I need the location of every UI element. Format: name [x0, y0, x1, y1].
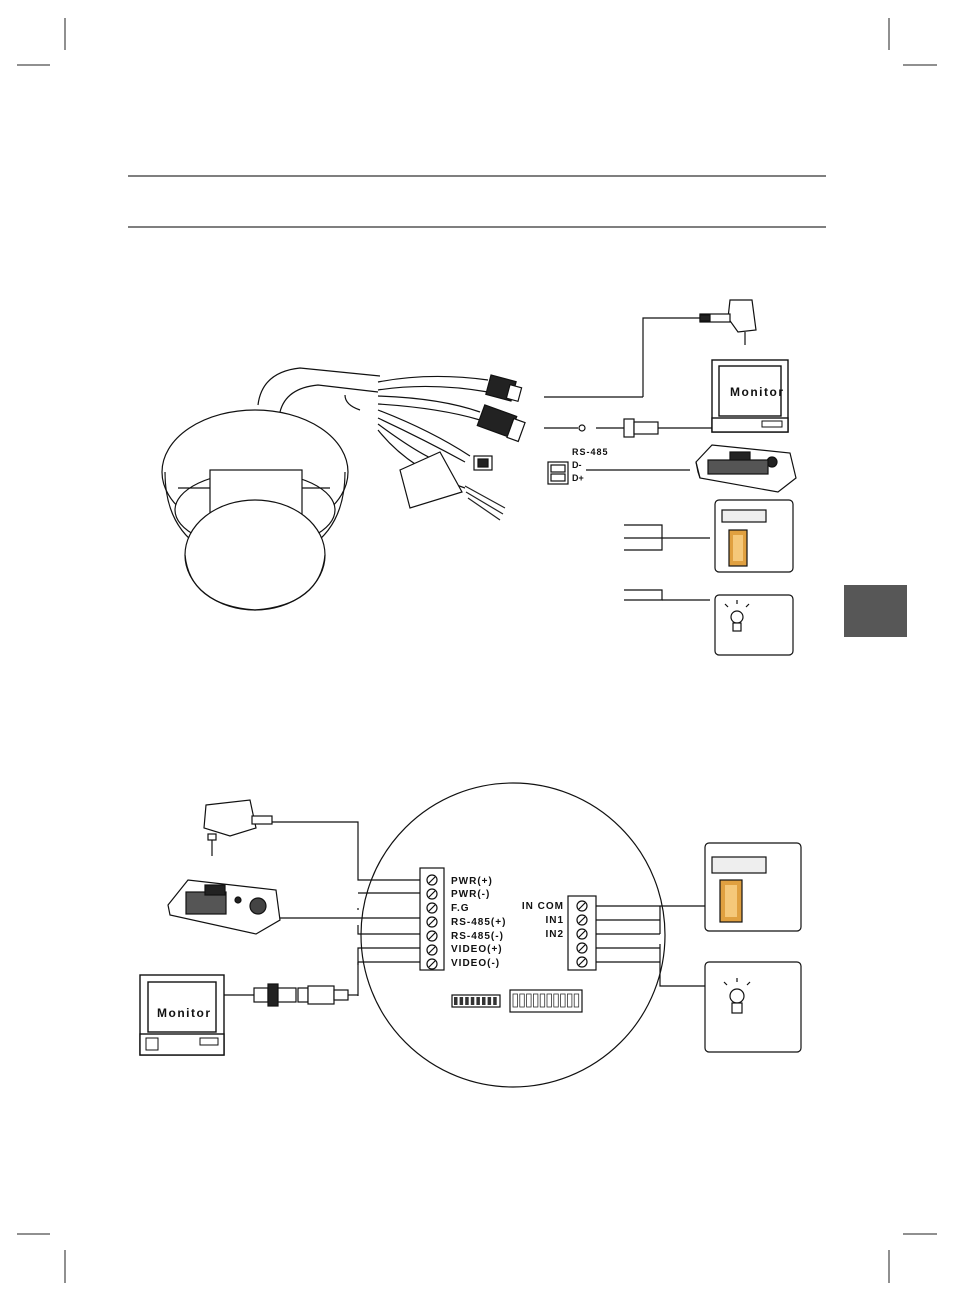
rs485-terminal — [548, 462, 568, 484]
dip-switch-tooth — [482, 997, 486, 1005]
terminal-label-in1: IN1 — [545, 915, 564, 926]
chapter-tab — [844, 585, 907, 637]
dip-switch-tooth — [527, 994, 532, 1007]
camera-base-circle — [361, 783, 665, 1087]
light-bulb-icon — [705, 962, 801, 1052]
terminal-label-video-minus: VIDEO(-) — [451, 958, 500, 969]
dip-switch-tooth — [561, 994, 566, 1007]
bnc-connector-icon — [624, 419, 712, 437]
terminal-label-video-plus: VIDEO(+) — [451, 944, 503, 955]
dip-switch-tooth — [554, 994, 559, 1007]
cable-bundle — [345, 375, 525, 520]
power-adapter-icon — [204, 800, 272, 856]
dip-switch-tooth — [476, 997, 480, 1005]
top-diagram — [162, 318, 710, 610]
bottom-monitor-label: Monitor — [157, 1006, 212, 1020]
dip-switch-small — [452, 995, 500, 1007]
sensor-door-icon — [715, 500, 793, 572]
terminal-label-rs485-minus: RS-485(-) — [451, 931, 504, 942]
dip-switch-tooth — [488, 997, 492, 1005]
sensor-door-icon — [705, 843, 801, 931]
terminal-label-pwr-minus: PWR(-) — [451, 889, 490, 900]
dip-switch-tooth — [533, 994, 538, 1007]
dip-switch-tooth — [540, 994, 545, 1007]
rs485-dplus: D+ — [572, 473, 584, 483]
rs485-dminus: D- — [572, 460, 582, 470]
top-monitor-label: Monitor — [730, 385, 785, 399]
crop-marks — [17, 18, 937, 1283]
dip-switch-tooth — [460, 997, 464, 1005]
controller-keyboard-icon — [168, 880, 280, 934]
terminal-label-in-com: IN COM — [522, 901, 564, 912]
dip-switch-tooth — [465, 997, 469, 1005]
terminal-label-rs485-plus: RS-485(+) — [451, 917, 506, 928]
dip-switch-tooth — [567, 994, 572, 1007]
controller-keyboard-icon — [696, 445, 796, 492]
bnc-connector-icon — [224, 984, 348, 1006]
rs485-title: RS-485 — [572, 447, 609, 457]
terminal-label-fg: F.G — [451, 903, 470, 914]
terminal-label-in2: IN2 — [545, 929, 564, 940]
dip-switch-tooth — [471, 997, 475, 1005]
dip-switch-tooth — [574, 994, 579, 1007]
dip-switch-tooth — [547, 994, 552, 1007]
dip-switch-tooth — [493, 997, 497, 1005]
dome-camera-icon — [162, 368, 380, 610]
terminal-label-pwr-plus: PWR(+) — [451, 876, 493, 887]
dip-switch-tooth — [513, 994, 518, 1007]
dip-switch-tooth — [454, 997, 458, 1005]
light-bulb-icon — [715, 595, 793, 655]
dip-switch-tooth — [520, 994, 525, 1007]
power-adapter-icon — [700, 300, 756, 345]
